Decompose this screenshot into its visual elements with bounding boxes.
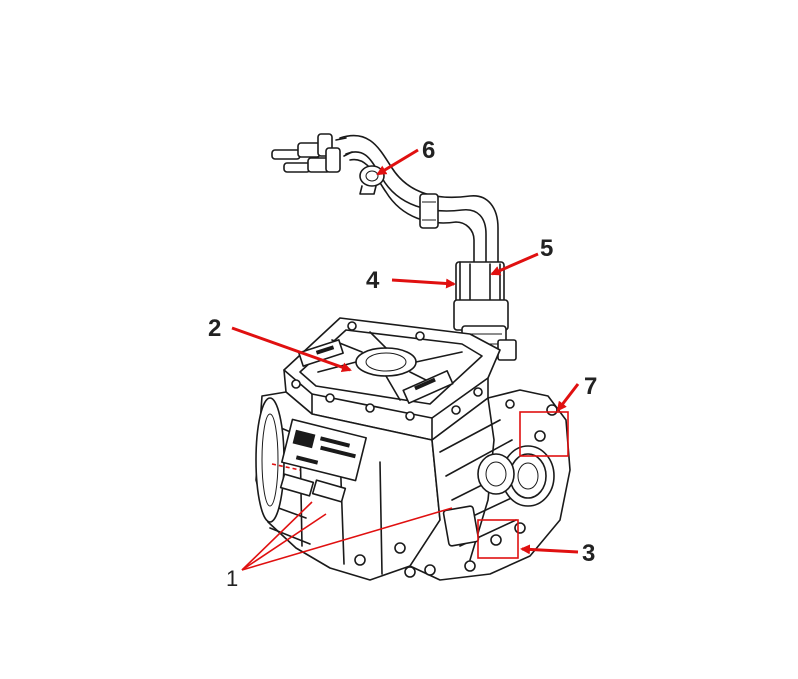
output-flange [501,445,555,507]
callout-1: 1 [226,501,453,591]
callout-7: 7 [519,373,597,457]
callout-6: 6 [376,137,435,176]
callout-6-label: 6 [422,137,435,164]
motor-body [255,391,441,581]
callout-3-label: 3 [582,540,595,567]
callout-5-label: 5 [540,235,553,262]
callout-4-label: 4 [366,267,380,294]
gearbox-housing [409,389,571,581]
lid-bolts [291,321,483,421]
inverter-housing [283,317,501,441]
callout-2: 2 [208,315,352,373]
motor-label-zone [271,418,367,503]
callout-1-label: 1 [226,566,238,591]
callout-4: 4 [366,267,456,294]
highlight-box-7 [519,411,569,457]
hose-connector-ends [271,133,353,173]
callout-3: 3 [477,519,595,567]
hose-mid-clamp [419,193,439,229]
callout-2-label: 2 [208,315,221,342]
highlight-box-3 [477,519,519,559]
hose-assembly [271,133,499,265]
hose-p-clamp [359,165,385,195]
hv-connector [453,261,517,361]
callout-5: 5 [490,235,553,276]
callout-7-label: 7 [584,373,597,400]
